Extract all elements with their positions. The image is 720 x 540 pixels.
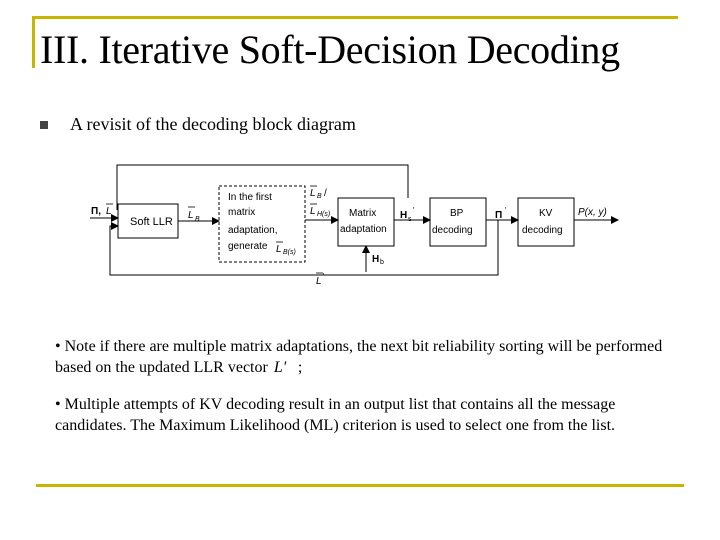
lh-sub: H(s) bbox=[317, 211, 330, 218]
input-l-label: L bbox=[106, 206, 112, 217]
matrix-adaptation-line-2: adaptation bbox=[340, 224, 387, 235]
bp-decoding-block bbox=[429, 197, 487, 247]
matrix-adaptation-block bbox=[337, 197, 395, 247]
lb-s-label: L bbox=[276, 244, 282, 255]
title-rule-vertical bbox=[32, 16, 35, 68]
lb-right-label: L bbox=[310, 188, 316, 199]
bullet-text: A revisit of the decoding block diagram bbox=[70, 114, 356, 134]
l-bottom-label: L bbox=[316, 276, 322, 285]
matrix-adaptation-line-1: Matrix bbox=[349, 208, 376, 219]
first-adaptation-line-1: In the first bbox=[228, 192, 272, 203]
h-out-sup: ' bbox=[413, 206, 415, 215]
kv-decoding-line-2: decoding bbox=[522, 225, 563, 236]
pi-out-label: Π bbox=[495, 210, 502, 221]
top-loop-line bbox=[116, 164, 409, 210]
soft-llr-label: Soft LLR bbox=[130, 216, 173, 228]
note-2: • Multiple attempts of KV decoding resul… bbox=[55, 396, 616, 434]
soft-llr-block bbox=[117, 203, 179, 239]
note-1-text: • Note if there are multiple matrix adap… bbox=[55, 338, 663, 376]
bottom-rule bbox=[36, 484, 684, 487]
first-adaptation-line-2: matrix bbox=[228, 207, 255, 218]
slide-title: III. Iterative Soft-Decision Decoding bbox=[40, 27, 620, 72]
lb-right-slash: / bbox=[324, 188, 327, 199]
decoding-block-diagram: Soft LLR In the first matrix adaptation,… bbox=[90, 164, 619, 285]
hb-sub: b bbox=[380, 259, 384, 266]
h-out-label: H bbox=[400, 210, 407, 221]
bp-decoding-line-2: decoding bbox=[432, 225, 473, 236]
bottom-loop-line bbox=[109, 220, 499, 276]
lb-first-label: L bbox=[188, 210, 194, 221]
title-rule-horizontal bbox=[32, 16, 678, 19]
kv-decoding-line-1: KV bbox=[539, 208, 553, 219]
p-out-label: P(x, y) bbox=[578, 207, 607, 218]
bp-decoding-line-1: BP bbox=[450, 208, 464, 219]
lh-label: L bbox=[310, 206, 316, 217]
first-adaptation-line-4: generate bbox=[228, 241, 268, 252]
pi-out-sup: ' bbox=[505, 206, 507, 215]
h-out-sub: s bbox=[408, 216, 412, 223]
bullet-square-icon bbox=[40, 121, 48, 129]
note-1: • Note if there are multiple matrix adap… bbox=[55, 336, 675, 378]
lb-first-sub: B bbox=[195, 216, 200, 223]
first-adaptation-block bbox=[218, 185, 306, 263]
notes-area: • Note if there are multiple matrix adap… bbox=[55, 336, 675, 452]
first-adaptation-line-3: adaptation, bbox=[228, 225, 278, 236]
note-1-end: ; bbox=[297, 359, 303, 376]
input-pi-label: Π, bbox=[91, 206, 101, 217]
l-bottom-sup: ' bbox=[323, 272, 325, 281]
kv-decoding-block bbox=[517, 197, 575, 247]
lb-s-sub: B(s) bbox=[283, 249, 296, 256]
hb-label: H bbox=[372, 254, 379, 265]
lb-right-sub: B bbox=[317, 193, 322, 200]
note-1-symbol: L' bbox=[273, 359, 287, 376]
